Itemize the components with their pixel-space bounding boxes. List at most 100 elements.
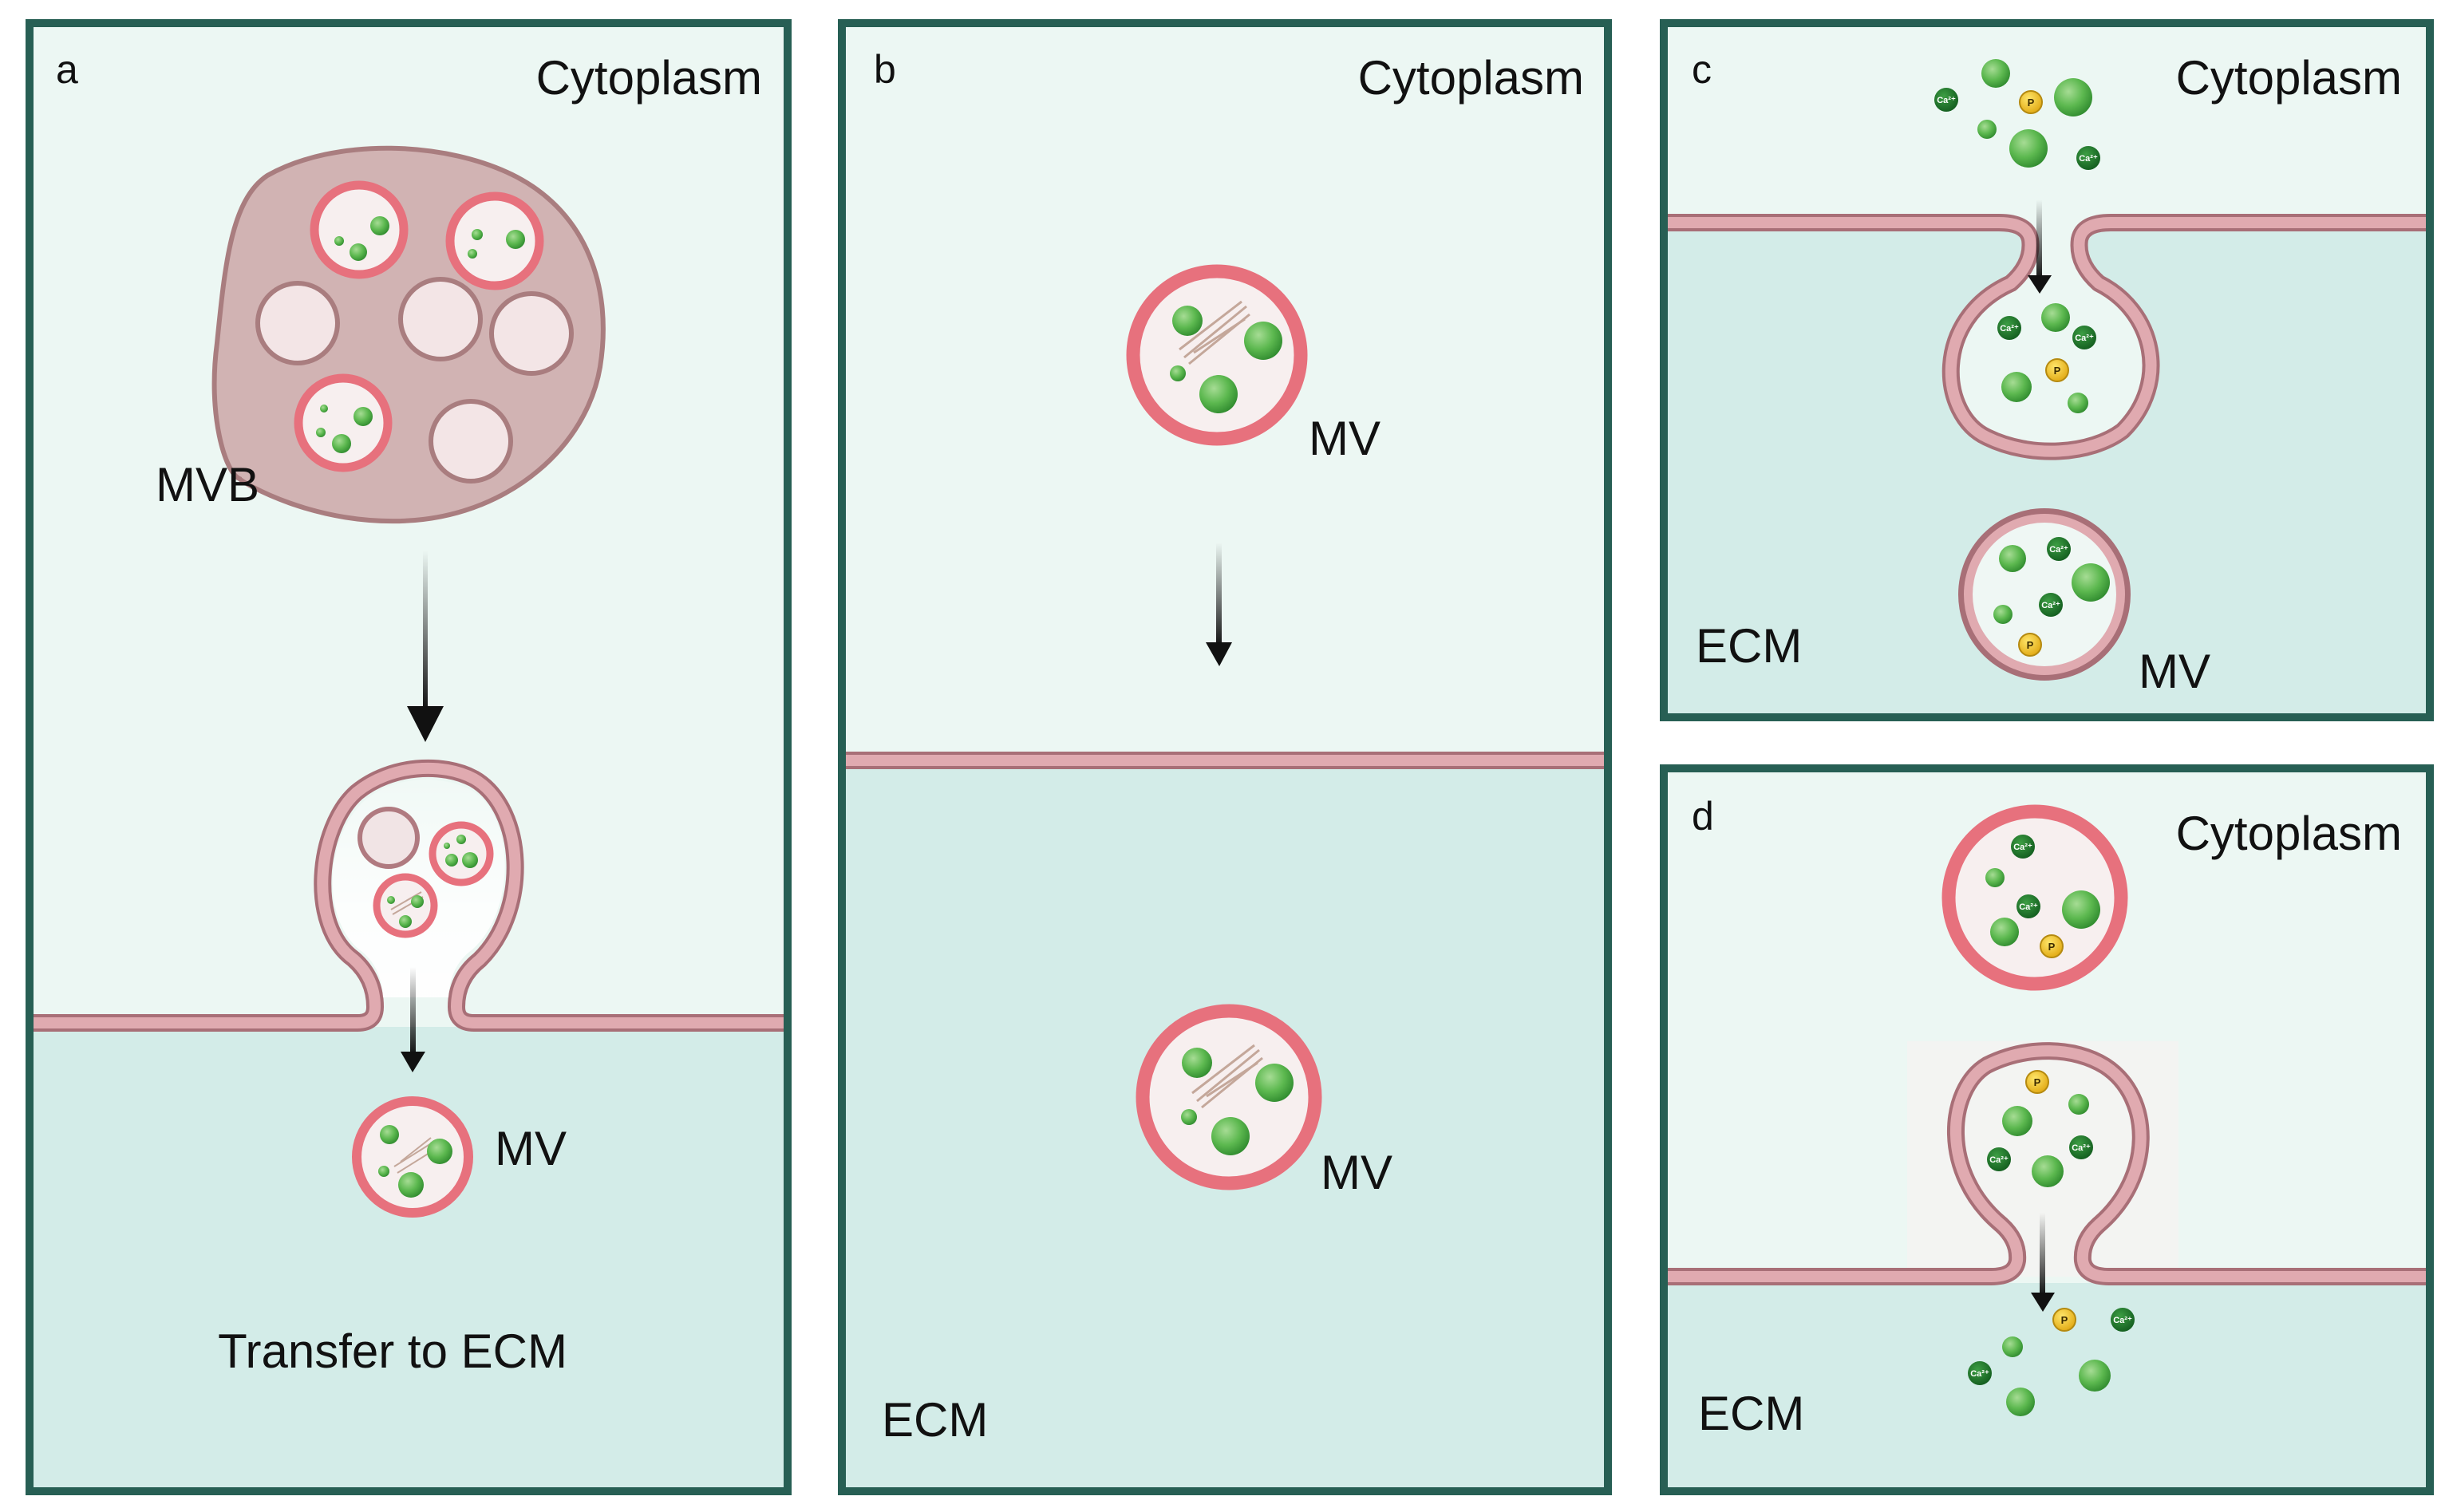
green-particle	[1977, 120, 1997, 139]
cytoplasm-label: Cytoplasm	[1358, 51, 1584, 105]
green-particle	[427, 1139, 452, 1164]
green-particle	[1170, 365, 1186, 381]
ecm-label: ECM	[1698, 1387, 1804, 1440]
ecm-label: ECM	[882, 1393, 988, 1447]
calcium-ion-icon: Ca²⁺	[2072, 326, 2096, 349]
mv-label: MV	[495, 1122, 567, 1175]
phosphate-text: P	[2027, 639, 2034, 651]
vesicle-icon	[398, 277, 483, 361]
bud-vesicles	[357, 807, 494, 938]
panel-c-cytoplasm-ions: Ca²⁺ Ca²⁺ P	[1934, 59, 2100, 170]
panel-letter: d	[1692, 794, 1714, 839]
green-particle	[378, 1166, 389, 1177]
calcium-ion-text: Ca²⁺	[1970, 1369, 1989, 1379]
calcium-ion-text: Ca²⁺	[2049, 545, 2068, 555]
calcium-ion-icon: Ca²⁺	[1968, 1361, 1992, 1385]
panel-d-frame	[1660, 764, 2434, 1495]
panel-a: a Cytoplasm MVB MV Transfer to ECM	[26, 19, 792, 1495]
green-particle	[1981, 59, 2010, 88]
calcium-ion-icon: Ca²⁺	[1987, 1147, 2011, 1171]
bud-loaded-vesicle	[373, 873, 438, 938]
calcium-ion-text: Ca²⁺	[2000, 324, 2019, 334]
phosphate-text: P	[2054, 365, 2061, 377]
mvb-loaded-vesicle	[294, 373, 393, 472]
mv-label: MV	[1321, 1146, 1392, 1199]
panel-a-frame	[26, 19, 792, 1495]
green-particle	[2068, 393, 2088, 413]
phosphate-icon: P	[2018, 633, 2042, 657]
calcium-ion-icon: Ca²⁺	[2039, 593, 2063, 617]
green-particle	[2009, 129, 2048, 168]
vesicle-icon	[373, 873, 438, 938]
green-particle	[462, 852, 478, 868]
panel-b-matrix-vesicle-bottom	[1136, 1004, 1322, 1190]
green-particle	[1244, 322, 1282, 360]
green-particle	[334, 236, 344, 246]
green-particle	[2079, 1360, 2111, 1392]
green-particle	[1985, 868, 2005, 887]
vesicle-icon	[1136, 1004, 1322, 1190]
vesicle-icon	[310, 180, 409, 279]
green-particle	[1990, 918, 2019, 946]
panel-b-frame	[838, 19, 1612, 1495]
green-particle	[332, 434, 351, 453]
panel-c: Ca²⁺ Ca²⁺ P Ca²⁺	[1660, 19, 2434, 721]
vesicle-icon	[255, 281, 340, 365]
calcium-ion-icon: Ca²⁺	[2016, 894, 2040, 918]
phosphate-icon: P	[2045, 358, 2069, 382]
phosphate-icon: P	[2052, 1308, 2076, 1332]
panel-d-ecm-region	[1664, 1283, 2430, 1491]
green-particle	[387, 896, 395, 904]
down-arrow-icon	[407, 551, 444, 742]
panel-c-frame	[1660, 19, 2434, 721]
calcium-ion-icon: Ca²⁺	[2047, 537, 2071, 561]
panel-d: Ca²⁺ Ca²⁺ P P Ca²⁺	[1660, 764, 2434, 1495]
mvb-loaded-vesicle	[310, 180, 409, 279]
calcium-ion-icon: Ca²⁺	[2111, 1308, 2135, 1332]
green-particle	[2062, 890, 2100, 929]
calcium-ion-text: Ca²⁺	[2075, 334, 2094, 343]
calcium-ion-icon: Ca²⁺	[2011, 835, 2035, 859]
green-particle	[2002, 1106, 2032, 1136]
phosphate-text: P	[2028, 97, 2035, 109]
panel-a-plasma-membrane	[30, 762, 788, 1028]
mv-label: MV	[2139, 645, 2210, 698]
green-particle	[316, 428, 326, 437]
cytoplasm-label: Cytoplasm	[2176, 51, 2402, 105]
mvb-loaded-vesicle	[445, 191, 544, 290]
vesicle-icon	[489, 291, 574, 376]
mvb-label: MVB	[156, 458, 259, 511]
calcium-ion-icon: Ca²⁺	[2069, 1135, 2093, 1159]
green-particle	[1999, 545, 2026, 572]
green-particle	[1255, 1064, 1294, 1102]
green-particle	[1181, 1109, 1197, 1125]
green-particle	[2002, 1336, 2023, 1357]
phosphate-icon: P	[2025, 1070, 2049, 1094]
transfer-label: Transfer to ECM	[218, 1324, 567, 1378]
calcium-ion-text: Ca²⁺	[1937, 96, 1956, 105]
calcium-ion-text: Ca²⁺	[2041, 601, 2060, 610]
calcium-ion-text: Ca²⁺	[2019, 902, 2038, 912]
green-particle	[1172, 306, 1203, 336]
green-particle	[456, 835, 466, 844]
vesicle-icon	[429, 399, 513, 484]
green-particle	[445, 854, 458, 867]
panel-c-matrix-vesicle: Ca²⁺ Ca²⁺ P	[1958, 508, 2131, 681]
panel-c-plasma-membrane	[1664, 217, 2430, 457]
vesicle-icon	[429, 821, 494, 886]
panel-letter: a	[56, 47, 78, 92]
calcium-ion-text: Ca²⁺	[2072, 1143, 2091, 1153]
mv-label: MV	[1309, 412, 1381, 465]
green-particle	[2041, 303, 2070, 332]
green-particle	[1993, 605, 2013, 624]
green-particle	[2072, 563, 2110, 602]
green-particle	[1211, 1117, 1250, 1155]
green-particle	[398, 1172, 424, 1198]
calcium-ion-text: Ca²⁺	[2079, 154, 2098, 164]
panel-d-matrix-vesicle: Ca²⁺ Ca²⁺ P	[1941, 804, 2128, 991]
mvb-empty-vesicles	[255, 277, 574, 484]
down-arrow-icon	[2031, 1213, 2055, 1312]
calcium-ion-icon: Ca²⁺	[1934, 88, 1958, 112]
panel-d-bud-ions: P Ca²⁺ Ca²⁺	[1987, 1070, 2093, 1187]
green-particle	[2001, 372, 2032, 402]
